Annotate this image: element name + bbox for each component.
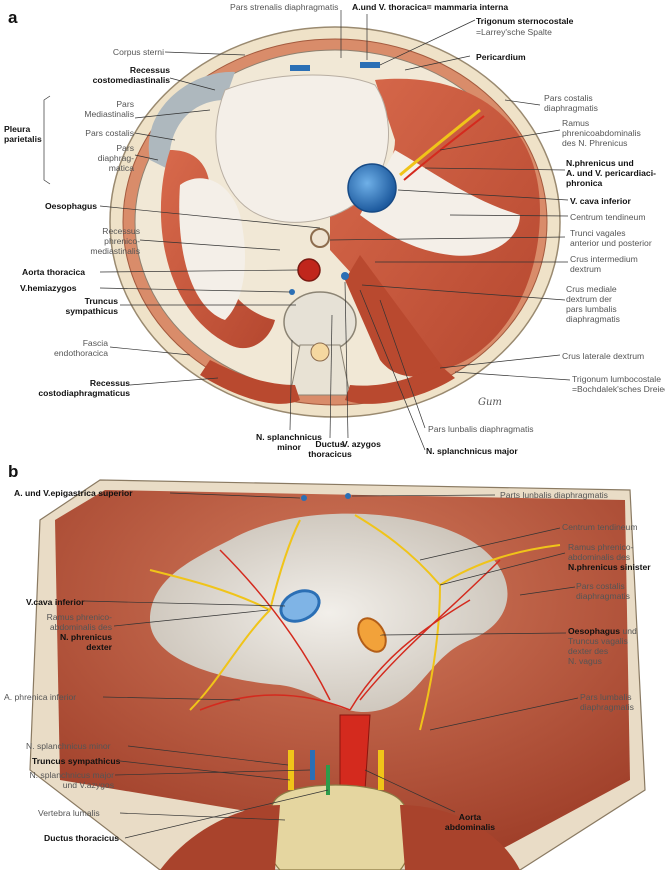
label-centrum-tendineum-b: Centrum tendineum: [562, 522, 638, 532]
label-v-cava-inferior-b: V.cava inferior: [26, 597, 85, 607]
label-n-splanchnicus-major-a: N. splanchnicus major: [426, 446, 518, 456]
aorta-thoracica-shape: [297, 258, 321, 282]
label-a-v-thoracica: A.und V. thoracica= mammaria interna: [352, 2, 509, 12]
centrum-tendineum-left: [179, 178, 245, 320]
label-a-v-epigastrica: A. und V.epigastrica superior: [14, 488, 133, 498]
label-larrey: =Larrey'sche Spalte: [476, 27, 552, 37]
label-pars-costalis-pleura: Pars costalis: [85, 128, 134, 138]
vessel-sternum-left: [290, 65, 310, 71]
truncus-sympathicus-left: [288, 750, 294, 790]
leader-lines-a: [43, 10, 571, 451]
diagram-a-illustration: Gum: [43, 10, 571, 451]
vessel-sternum-right: [360, 62, 380, 68]
v-cava-inferior-b-shape: [279, 589, 321, 623]
spinal-cord: [310, 342, 330, 362]
artery-pericardiacophrenica: [403, 115, 485, 181]
v-azygos-shape: [341, 272, 349, 280]
back-muscle-right: [345, 365, 455, 404]
leader-lines-b: [83, 492, 579, 839]
label-aorta-thoracica: Aorta thoracica: [22, 267, 86, 277]
panel-b: b: [0, 460, 665, 870]
pleura-rim: [148, 71, 235, 170]
label-trigonum-sternocostale: Trigonum sternocostale: [476, 16, 574, 26]
label-a-phrenica-inferior: A. phrenica inferior: [4, 692, 77, 702]
nerves-b: [149, 514, 561, 731]
panel-letter-a: a: [8, 8, 18, 27]
label-corpus-sterni: Corpus sterni: [112, 47, 164, 57]
label-parts-lunbalis: Parts lunbalis diaphragmatis: [500, 490, 608, 500]
vessel-epigastrica-left: [301, 495, 307, 501]
label-v-cava-inferior: V. cava inferior: [570, 196, 631, 206]
arteries-b: [199, 549, 501, 711]
label-centrum-tendineum: Centrum tendineum: [570, 212, 646, 222]
oesophagus-b-shape: [357, 617, 387, 653]
v-azygos-b-shape: [310, 750, 315, 780]
label-v-hemiazygos: V.hemiazygos: [20, 283, 77, 293]
label-pericardium: Pericardium: [476, 52, 526, 62]
back-muscle-left: [200, 360, 300, 404]
label-ductus-thoracicus-b: Ductus thoracicus: [44, 833, 119, 843]
aorta-abdominalis-shape: [339, 714, 371, 791]
label-vertebra-lumbalis: Vertebra lumalis: [38, 808, 100, 818]
centrum-tendineum-right: [360, 150, 520, 256]
vessel-epigastrica-right: [345, 493, 351, 499]
back-muscle-b-right: [400, 805, 520, 870]
ductus-thoracicus-shape: [326, 765, 330, 795]
label-truncus-sympathicus-b: Truncus sympathicus: [32, 756, 121, 766]
diagram-b-illustration: [29, 479, 646, 870]
label-trigonum-lumbocostale: Trigonum lumbocostale=Bochdalek'sches Dr…: [572, 374, 665, 394]
label-n-splanchnicus-minor-b: N. splanchnicus minor: [26, 741, 111, 751]
signature: Gum: [478, 397, 502, 408]
back-muscle-b-left: [160, 805, 280, 870]
label-oesophagus: Oesophagus: [45, 201, 98, 211]
truncus-sympathicus-right: [378, 750, 384, 790]
label-pars-sternalis: Pars strenalis diaphragmatis: [230, 2, 339, 12]
nerve-phrenicus-right: [399, 108, 481, 177]
v-cava-inferior-shape: [347, 163, 397, 213]
label-crus-laterale: Crus laterale dextrum: [562, 351, 645, 361]
label-v-azygos: V. azygos: [342, 439, 381, 449]
oesophagus-shape: [310, 228, 330, 248]
label-pars-lunbalis-a: Pars lunbalis diaphragmatis: [428, 424, 534, 434]
panel-a: a: [4, 2, 665, 459]
v-hemiazygos-shape: [289, 289, 295, 295]
panel-letter-b: b: [8, 462, 19, 481]
vertebra-lumbalis-shape: [266, 784, 413, 870]
